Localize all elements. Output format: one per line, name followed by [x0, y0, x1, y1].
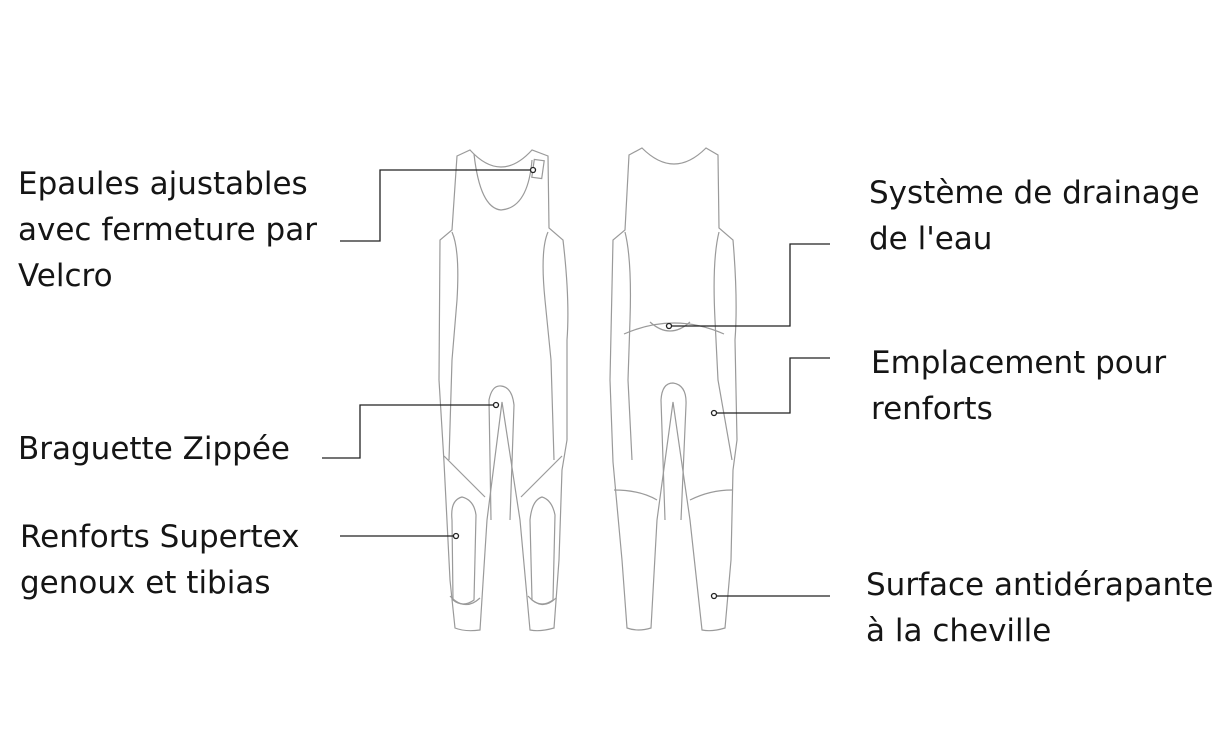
label-ankle: Surface antidérapante à la cheville [866, 562, 1213, 654]
label-line: Braguette Zippée [18, 431, 290, 467]
callout-lines [322, 169, 830, 597]
label-fly: Braguette Zippée [18, 426, 290, 472]
callout-dots [452, 166, 718, 600]
label-line: genoux et tibias [20, 565, 271, 601]
label-line: Surface antidérapante [866, 567, 1214, 603]
label-reinforcement-slot: Emplacement pour renforts [871, 340, 1166, 432]
front-suit [438, 149, 569, 632]
label-line: Epaules ajustables [18, 166, 308, 202]
label-line: avec fermeture par [18, 212, 317, 248]
label-drainage: Système de drainage de l'eau [869, 170, 1200, 262]
label-reinforcements: Renforts Supertex genoux et tibias [20, 514, 300, 606]
label-line: renforts [871, 391, 993, 427]
label-shoulders: Epaules ajustables avec fermeture par Ve… [18, 161, 317, 299]
label-line: Renforts Supertex [20, 519, 300, 555]
label-line: à la cheville [866, 613, 1052, 649]
label-line: de l'eau [869, 221, 993, 257]
label-line: Système de drainage [869, 175, 1200, 211]
back-suit [609, 147, 738, 632]
label-line: Velcro [18, 258, 113, 294]
label-line: Emplacement pour [871, 345, 1167, 381]
